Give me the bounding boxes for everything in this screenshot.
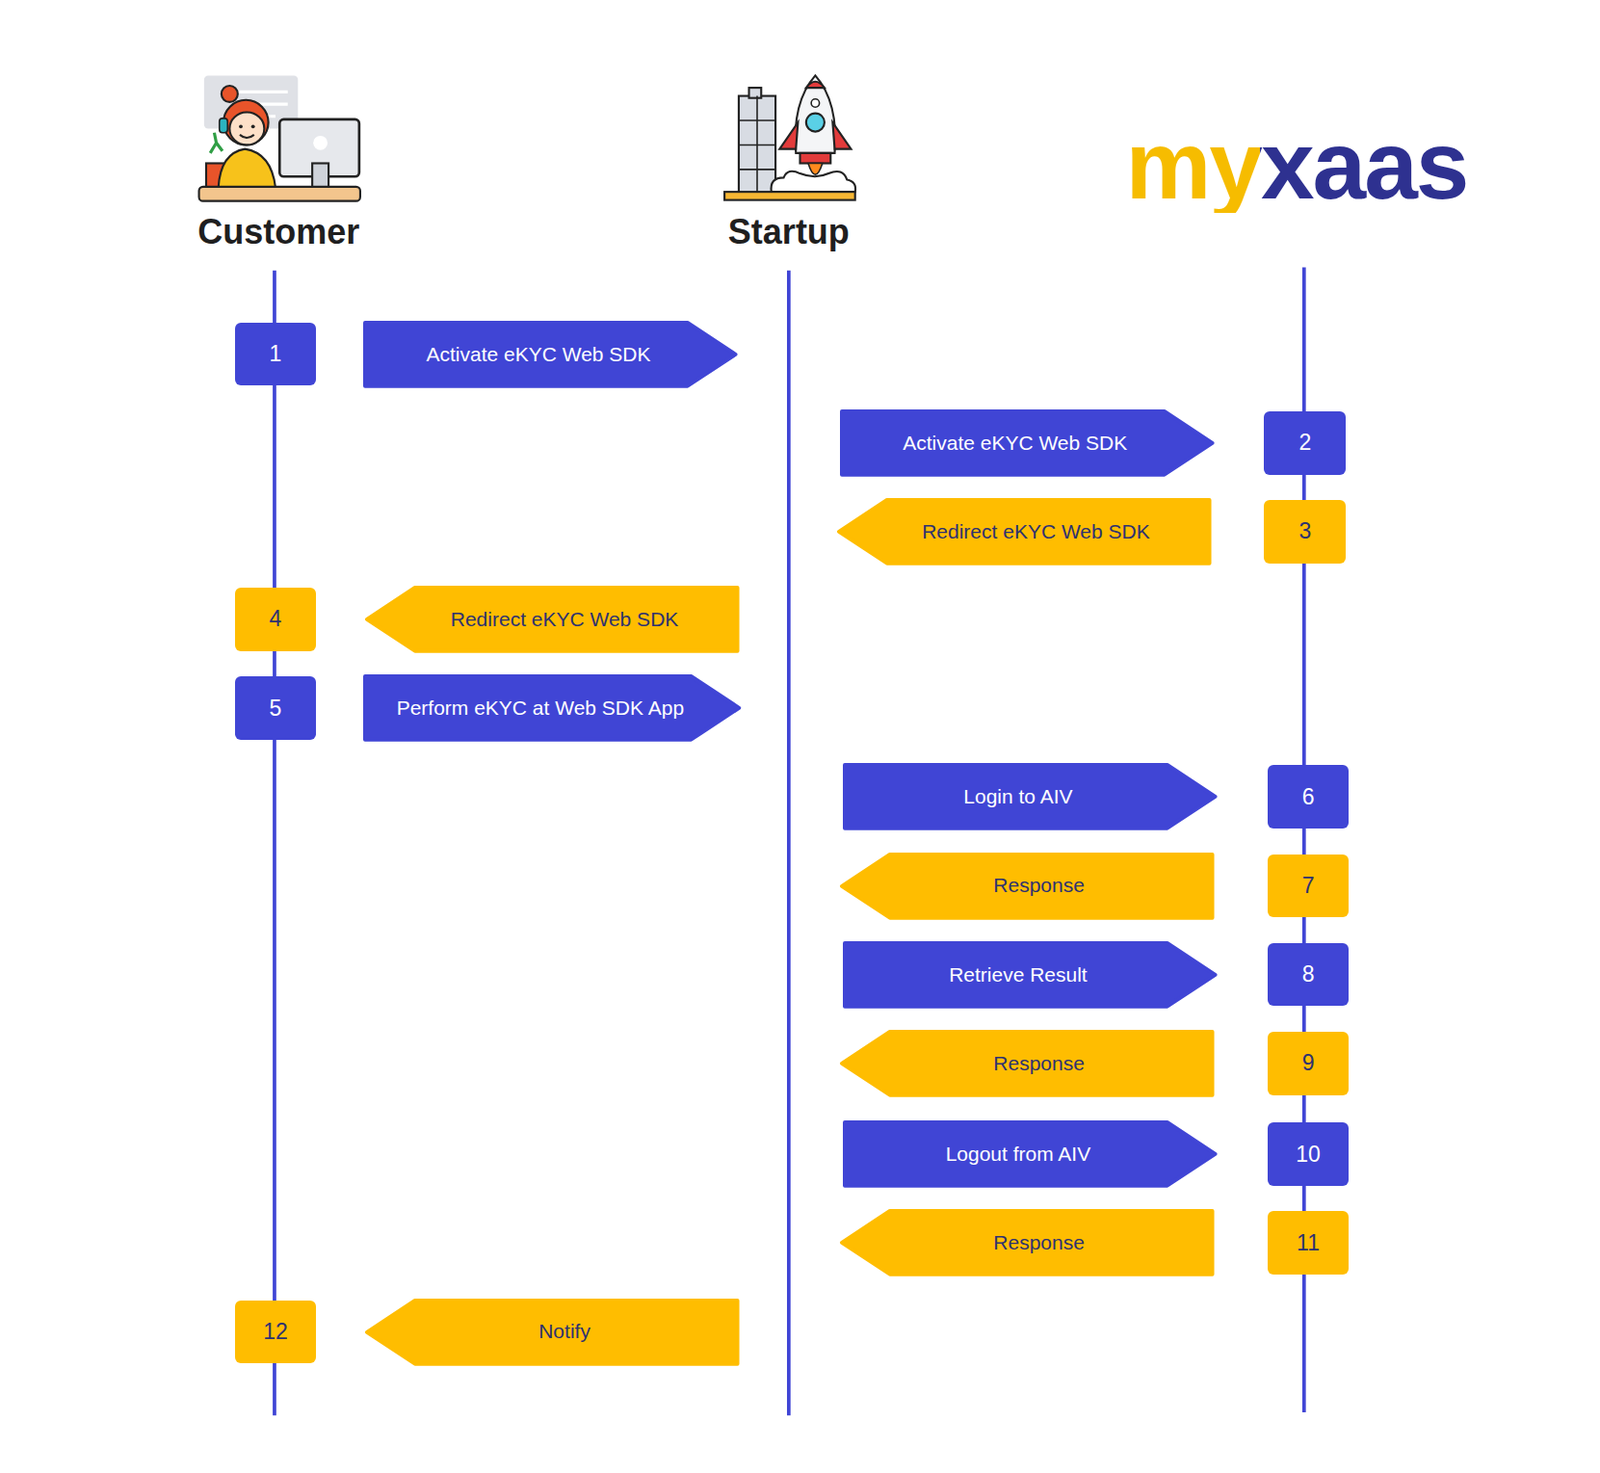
message-text: Activate eKYC Web SDK [902,431,1128,455]
message-text: Redirect eKYC Web SDK [450,607,680,631]
message-text: Redirect eKYC Web SDK [921,520,1151,544]
step-number: 4 [269,605,283,632]
step-number-box: 7 [1267,854,1350,919]
message-text: Response [993,873,1085,897]
step-number-box: 6 [1267,764,1350,829]
message-arrow: Notify [367,1300,738,1364]
building [738,96,776,195]
customer-lifeline [272,270,277,1417]
step-number: 6 [1302,784,1315,811]
message-arrow: Redirect eKYC Web SDK [839,499,1210,564]
eye [251,124,256,129]
message-arrow: Perform eKYC at Web SDK App [365,676,739,740]
step-number: 7 [1302,872,1315,899]
step-number-box: 8 [1267,943,1350,1007]
step-number-box: 2 [1263,411,1346,475]
step-number-box: 11 [1267,1210,1350,1275]
step-number: 5 [269,695,283,722]
rocket-fin [779,122,798,150]
step-number: 12 [262,1318,289,1345]
message-arrow: Redirect eKYC Web SDK [367,587,738,652]
step-number: 1 [269,340,283,368]
step-number: 2 [1298,429,1312,456]
customer-icon [199,75,361,201]
step-number-box: 1 [235,322,317,387]
step-number: 9 [1302,1049,1315,1076]
message-text: Login to AIV [963,785,1073,809]
logo-text: myxaas [1125,116,1468,213]
rocket-window [811,99,819,107]
arrow-fill [841,1210,1213,1275]
message-arrow: Response [841,854,1213,919]
smile [239,134,255,138]
actor-name: Customer [197,214,360,250]
startup-icon [724,75,856,200]
arrow-fill [839,499,1210,564]
message-text: Logout from AIV [945,1142,1092,1166]
rocket-fin [832,122,851,150]
step-number-box: 3 [1263,499,1346,564]
arrow-fill [367,1300,738,1364]
startup-lifeline [786,270,791,1417]
smoke-cloud [771,171,856,192]
message-text: Retrieve Result [948,963,1088,987]
message-text: Activate eKYC Web SDK [426,342,652,367]
step-number: 10 [1295,1141,1321,1168]
arrow-fill [365,676,739,740]
step-number-box: 9 [1267,1031,1350,1096]
arrow-fill [844,1122,1216,1186]
message-text: Response [993,1231,1085,1255]
rocket-nose [806,81,825,88]
face [229,112,264,146]
message-text: Notify [538,1319,591,1343]
actor-name: Startup [728,214,850,250]
step-number-box: 12 [235,1300,317,1364]
monitor-logo [313,135,328,151]
step-number: 3 [1298,518,1312,545]
step-number: 8 [1302,961,1315,988]
board-line [235,90,289,94]
rocket-window [806,113,825,132]
plant [209,132,223,154]
message-arrow: Activate eKYC Web SDK [365,322,736,387]
eye [238,124,243,129]
arrow-fill [365,322,736,387]
step-number-box: 10 [1267,1122,1350,1186]
step-number: 11 [1296,1230,1320,1257]
arrow-fill [841,411,1213,475]
step-number-box: 5 [235,676,317,740]
rocket-body [795,75,837,154]
arrow-fill [844,764,1216,829]
rocket-flame [808,162,823,175]
step-number-box: 4 [235,587,317,652]
building-line [738,144,776,147]
building-line [738,168,776,171]
message-arrow: Login to AIV [844,764,1216,829]
message-arrow: Response [841,1210,1213,1275]
message-arrow: Retrieve Result [844,943,1216,1007]
building-top [749,87,762,99]
building-line [738,119,776,122]
rocket-base [799,153,831,164]
arrow-fill [841,854,1213,919]
message-text: Perform eKYC at Web SDK App [396,696,684,720]
hair-bun [221,85,238,103]
desk [199,186,361,202]
monitor-stand [312,162,329,187]
arrow-fill [367,587,738,652]
ground [724,191,856,200]
message-arrow: Activate eKYC Web SDK [841,411,1213,475]
arrow-fill [841,1031,1213,1096]
lifelines [274,267,1305,1417]
hair [223,100,269,146]
woman-body [218,149,276,188]
message-arrow: Logout from AIV [844,1122,1216,1186]
headset [219,118,228,133]
message-arrow: Response [841,1031,1213,1096]
arrow-fill [844,943,1216,1007]
message-text: Response [993,1051,1085,1076]
